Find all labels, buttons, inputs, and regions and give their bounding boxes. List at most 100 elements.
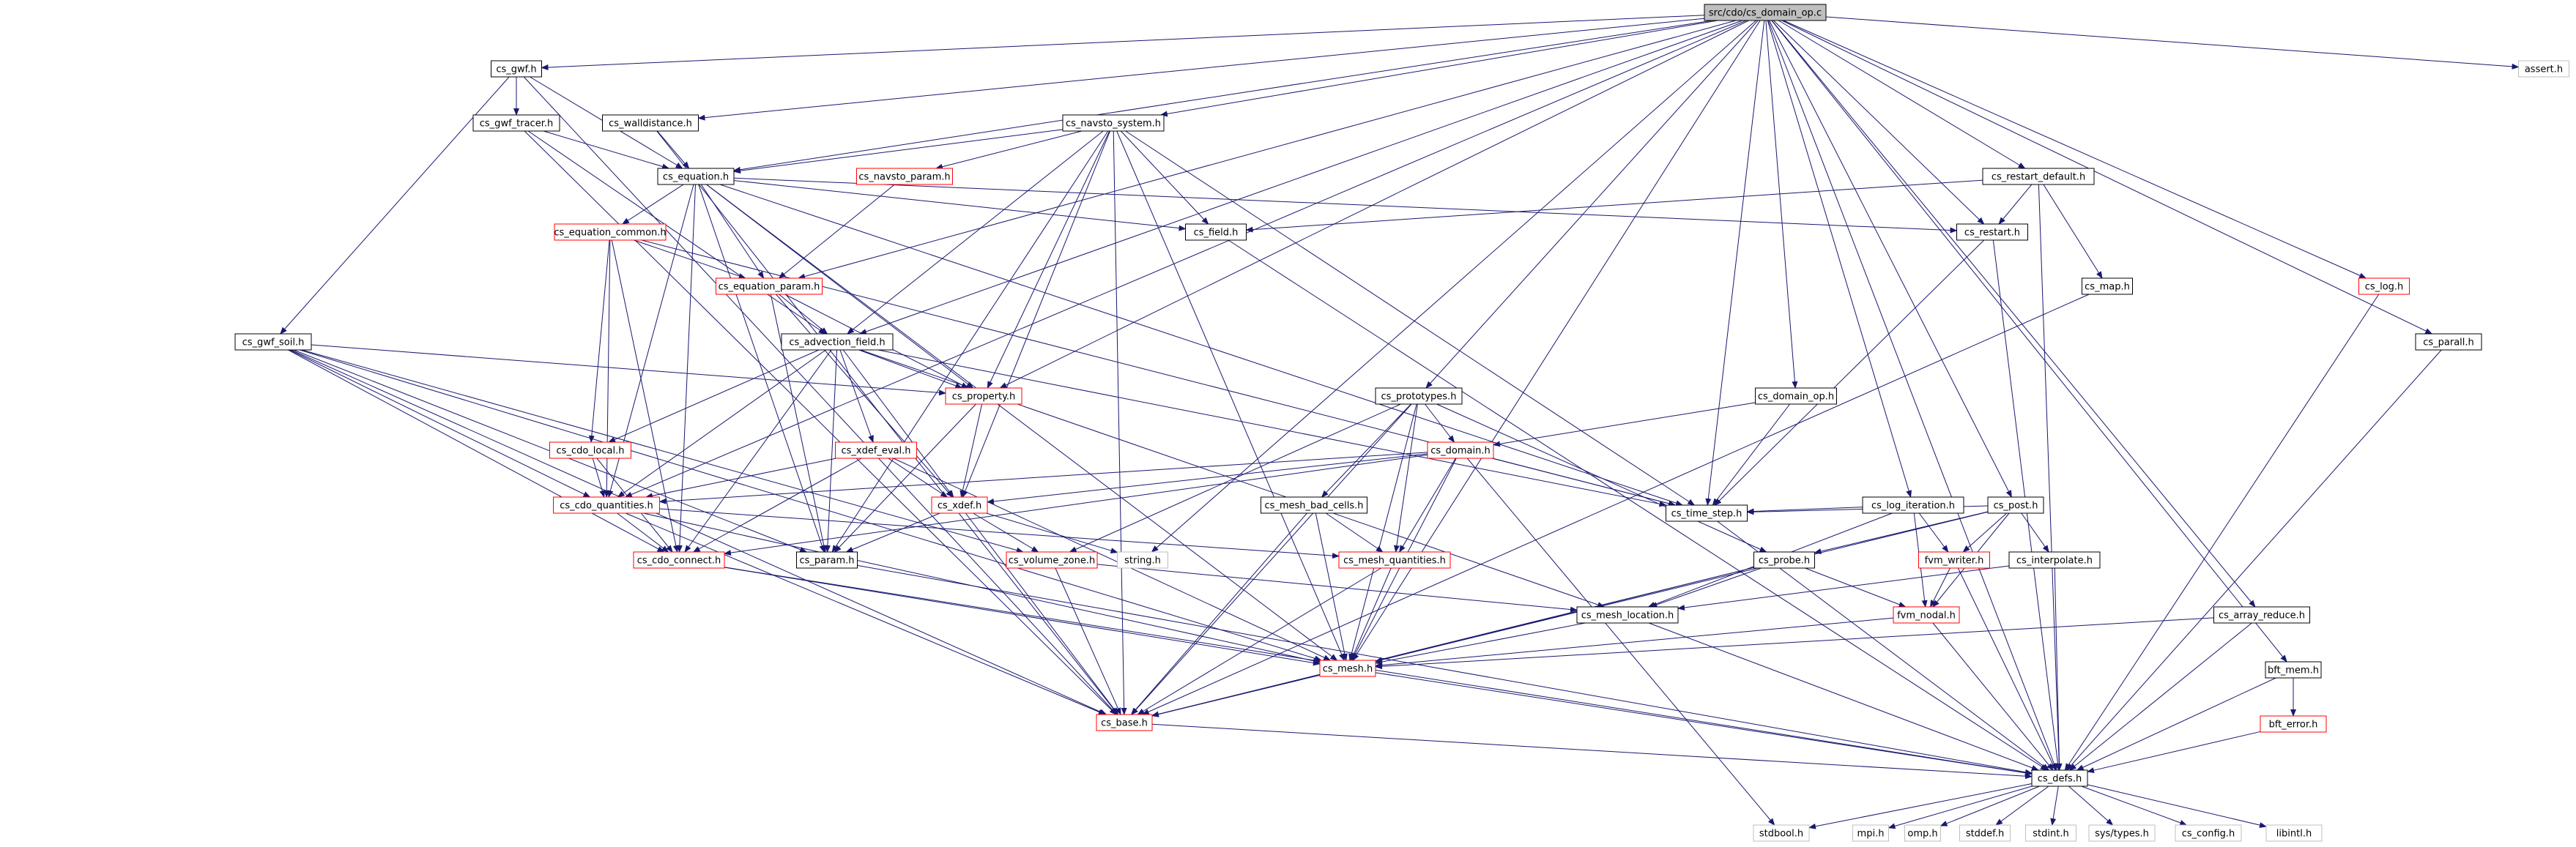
node-property[interactable]: cs_property.h [945,387,1022,405]
node-domain-op[interactable]: cs_domain_op.h [1755,387,1837,405]
edge-navsto-system-to-xdef [962,130,1111,498]
node-parall[interactable]: cs_parall.h [2415,333,2482,351]
edge-volume-zone-to-mesh-location [1096,564,1578,613]
edge-xdef-eval-to-xdef [888,458,949,498]
edge-defs-to-stdint [2050,786,2059,826]
edge-cdo-connect-to-defs [724,567,2033,776]
node-probe[interactable]: cs_probe.h [1753,551,1815,569]
node-label: cs_xdef_eval.h [841,446,910,457]
edge-probe-to-mesh-location [1649,567,1762,608]
node-param[interactable]: cs_param.h [796,551,858,569]
edge-domain-to-xdef [987,453,1428,504]
node-interpolate[interactable]: cs_interpolate.h [2008,551,2101,569]
node-navsto-system[interactable]: cs_navsto_system.h [1062,114,1165,132]
node-box [1576,606,1679,624]
edge-equation-to-restart [733,177,1958,234]
node-defs[interactable]: cs_defs.h [2031,769,2088,787]
edge-gwf-soil-to-volume-zone [302,349,1024,553]
node-box [549,441,631,459]
node-box [491,60,542,78]
node-prototypes[interactable]: cs_prototypes.h [1375,387,1463,405]
node-mesh-location[interactable]: cs_mesh_location.h [1576,606,1679,624]
node-bft-error[interactable]: bft_error.h [2260,715,2327,733]
node-label: cs_mesh_location.h [1581,611,1674,622]
node-fvm-nodal[interactable]: fvm_nodal.h [1893,606,1960,624]
edge-navsto-system-to-equation [733,129,1064,174]
node-array-reduce[interactable]: cs_array_reduce.h [2213,606,2310,624]
node-time-step[interactable]: cs_time_step.h [1666,504,1748,522]
edge-equation-to-equation-param [700,184,765,279]
node-box [1755,387,1837,405]
node-label: cs_domain.h [1430,446,1490,457]
edge-walldistance-to-equation [656,130,690,169]
node-label: bft_error.h [2269,720,2318,731]
node-equation-common[interactable]: cs_equation_common.h [554,223,667,241]
node-label: cs_parall.h [2423,337,2474,348]
node-box [931,496,988,514]
edge-domain-to-stdbool [1466,458,1775,826]
edge-equation-to-time-step [719,184,1683,506]
node-cdo-connect[interactable]: cs_cdo_connect.h [633,551,725,569]
edge-probe-to-fvm-nodal [1805,567,1907,608]
node-box [1982,168,2095,185]
node-log-iteration[interactable]: cs_log_iteration.h [1862,496,1964,514]
edge-property-to-param [834,403,976,553]
node-label: cs_cdo_connect.h [637,556,721,567]
edge-root-to-assert [1825,16,2520,70]
node-label: cs_log.h [2365,282,2404,293]
edge-root-to-time-step [1705,20,1765,506]
node-bft-mem[interactable]: bft_mem.h [2265,661,2322,679]
node-box [781,333,894,351]
node-cdo-quantities[interactable]: cs_cdo_quantities.h [553,496,660,514]
node-xdef-eval[interactable]: cs_xdef_eval.h [835,441,917,459]
node-walldistance[interactable]: cs_walldistance.h [602,114,699,132]
edge-mesh-bad-cells-to-mesh [1315,512,1348,661]
edge-prototypes-to-mesh-quantities [1393,403,1418,553]
node-map[interactable]: cs_map.h [2082,277,2133,295]
node-post[interactable]: cs_post.h [1987,496,2044,514]
edge-defs-to-omp [1940,786,2040,827]
node-field[interactable]: cs_field.h [1185,223,1247,241]
edge-log-iteration-to-fvm-writer [1918,512,1949,553]
node-cdo-local[interactable]: cs_cdo_local.h [549,441,631,459]
edge-domain-to-time-step [1491,458,1676,507]
node-box [234,333,312,351]
node-equation-param[interactable]: cs_equation_param.h [716,277,823,295]
node-box [1987,496,2044,514]
node-mesh-bad-cells[interactable]: cs_mesh_bad_cells.h [1261,496,1367,514]
edge-array-reduce-to-defs [2068,622,2252,771]
node-fvm-writer[interactable]: fvm_writer.h [1918,551,1990,569]
edge-root-to-prototypes [1425,20,1759,389]
edge-parall-to-defs [2066,349,2442,771]
node-advection-field[interactable]: cs_advection_field.h [781,333,894,351]
node-root[interactable]: src/cdo/cs_domain_op.c [1704,4,1827,21]
node-log[interactable]: cs_log.h [2358,277,2410,295]
node-base[interactable]: cs_base.h [1096,714,1153,731]
node-restart[interactable]: cs_restart.h [1956,223,2028,241]
edge-navsto-system-to-field [1120,130,1209,225]
node-xdef[interactable]: cs_xdef.h [931,496,988,514]
node-box [1185,223,1247,241]
node-equation[interactable]: cs_equation.h [657,168,735,185]
node-mesh[interactable]: cs_mesh.h [1319,660,1376,677]
edge-xdef-to-param [845,512,940,553]
node-label: fvm_writer.h [1925,556,1984,567]
node-volume-zone[interactable]: cs_volume_zone.h [1006,551,1098,569]
node-label: cs_volume_zone.h [1009,556,1095,567]
node-domain[interactable]: cs_domain.h [1427,441,1494,459]
node-box [1956,223,2028,241]
node-gwf-tracer[interactable]: cs_gwf_tracer.h [472,114,560,132]
node-navsto-param[interactable]: cs_navsto_param.h [856,168,953,185]
edge-prototypes-to-mesh [1348,403,1417,661]
edge-equation-to-mesh [706,184,1338,661]
node-label: cs_cdo_local.h [557,446,625,457]
edge-domain-op-to-domain [1493,402,1756,447]
node-restart-default[interactable]: cs_restart_default.h [1982,168,2095,185]
edge-prototypes-to-volume-zone [1069,403,1401,553]
node-gwf[interactable]: cs_gwf.h [491,60,542,78]
edge-gwf-tracer-to-base [524,130,1117,715]
node-label: stdbool.h [1759,829,1803,840]
node-mesh-quantities[interactable]: cs_mesh_quantities.h [1338,551,1451,569]
edge-cdo-quantities-to-base [625,512,1106,715]
node-gwf-soil[interactable]: cs_gwf_soil.h [234,333,312,351]
